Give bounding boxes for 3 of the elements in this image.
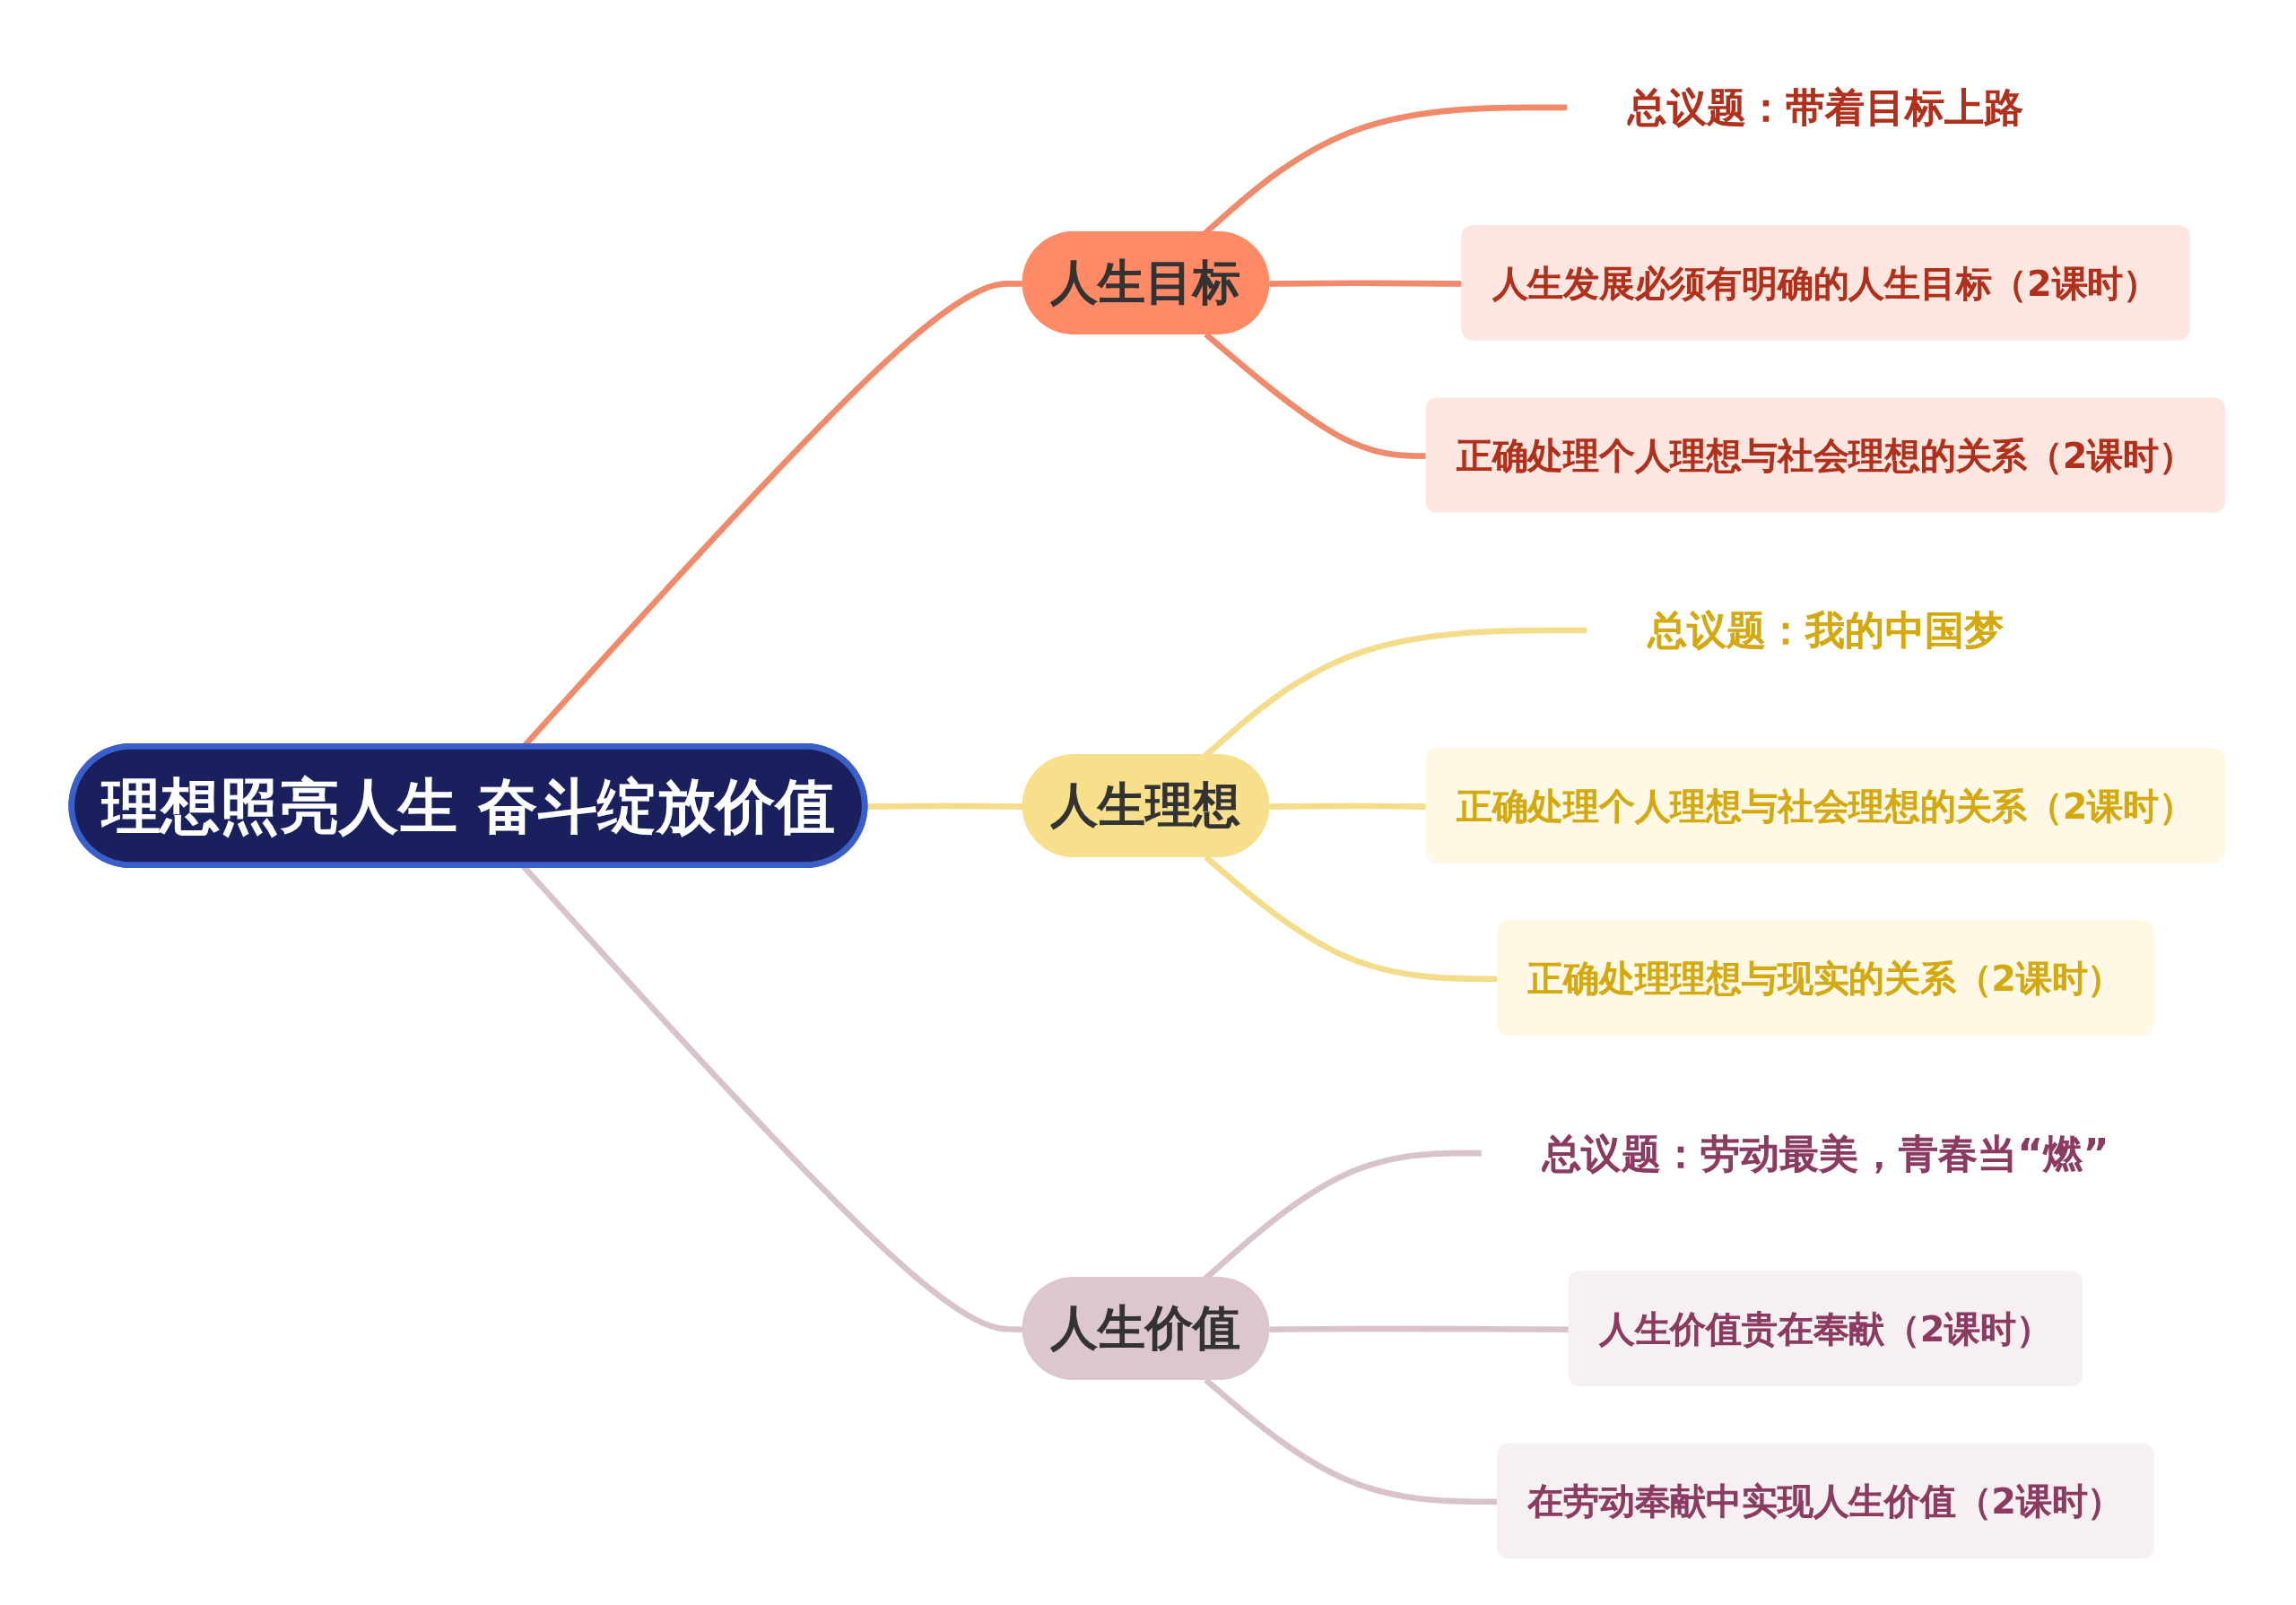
node-text: 总议题：我的中国梦: [1647, 606, 2005, 655]
node-text: 总议题：带着目标上路: [1627, 83, 2024, 132]
node-text: 总议题：劳动最美，青春当“燃”: [1542, 1129, 2109, 1177]
